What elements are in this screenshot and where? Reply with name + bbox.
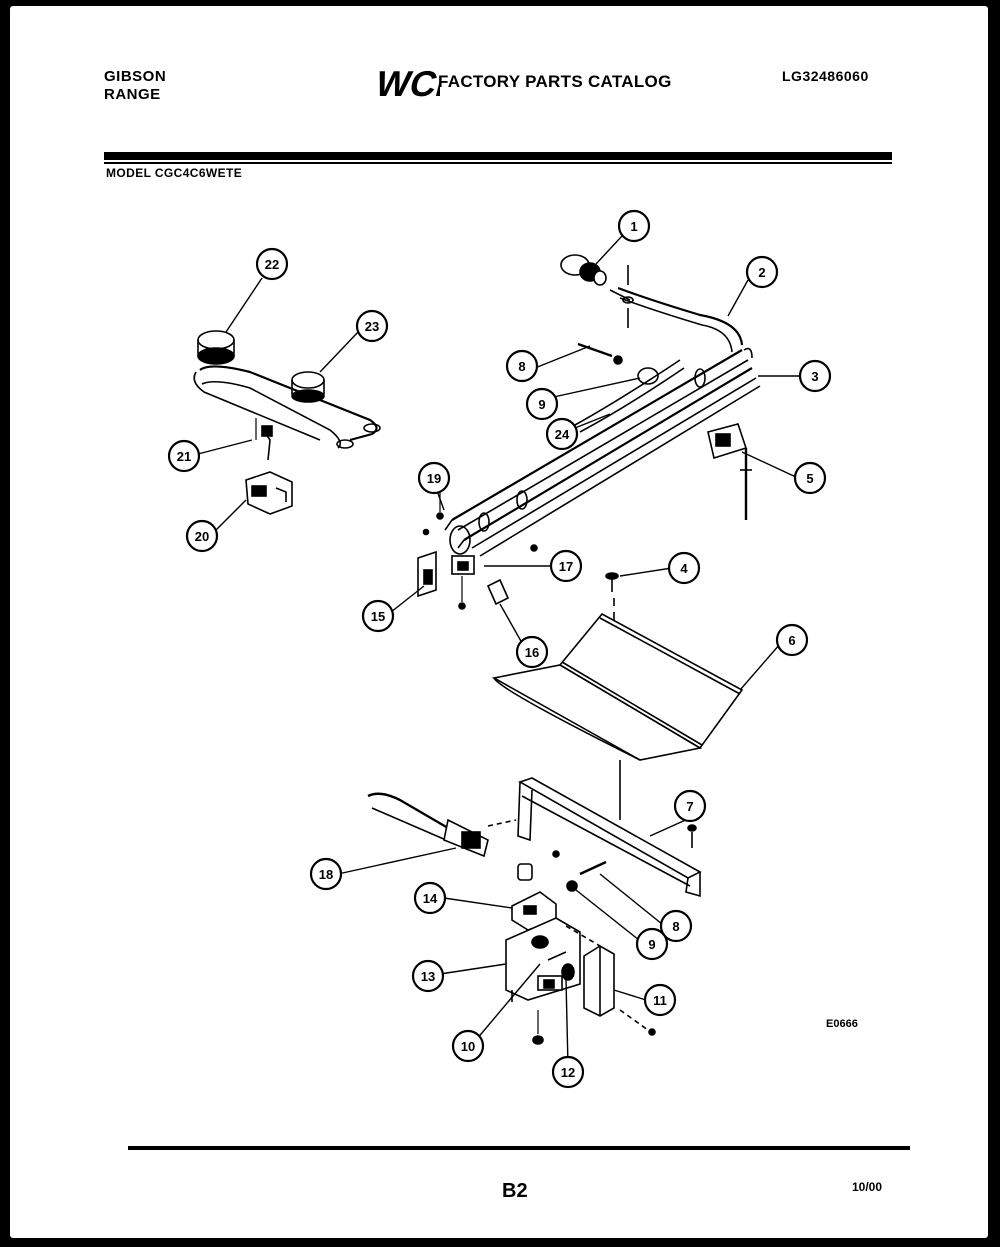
valve-cluster [417, 486, 538, 610]
callout-22: 22 [255, 247, 289, 281]
svg-text:7: 7 [686, 799, 693, 814]
callout-11: 11 [643, 983, 677, 1017]
orifice-washer [613, 355, 623, 365]
model-number: MODEL CGC4C6WETE [106, 166, 243, 180]
svg-text:19: 19 [427, 471, 441, 486]
oven-igniter [367, 792, 560, 858]
left-bracket [245, 418, 293, 515]
oven-burner-tube [517, 777, 702, 898]
footer-rule [128, 1146, 910, 1150]
callout-1: 1 [617, 209, 651, 243]
callout-21: 21 [167, 439, 201, 473]
svg-text:16: 16 [525, 645, 539, 660]
callouts: 1 2 3 4 5 6 7 8 9 24 19 17 18 16 22 23 2… [167, 209, 832, 1089]
wci-logo-text: WCI [372, 64, 440, 102]
orifice-screw [577, 342, 613, 358]
callout-17: 17 [549, 549, 583, 583]
connector-tube-outer [579, 367, 685, 433]
header-rule-thin [104, 162, 892, 164]
callout-10: 10 [451, 1029, 485, 1063]
callout-6: 6 [775, 623, 809, 657]
svg-text:1: 1 [630, 219, 637, 234]
svg-text:2: 2 [758, 265, 765, 280]
burner-orifice [637, 367, 659, 385]
callout-9-lower: 9 [635, 927, 669, 961]
pressure-regulator [560, 254, 634, 328]
wci-logo: WCI [372, 64, 440, 102]
callout-19: 19 [417, 461, 451, 495]
svg-text:20: 20 [195, 529, 209, 544]
safety-valve [532, 963, 575, 1045]
callout-24: 24 [545, 417, 579, 451]
leader-lines [197, 235, 800, 1067]
page-number: B2 [502, 1180, 528, 1202]
callout-8-lower: 8 [659, 909, 693, 943]
lower-orifice-screw [579, 860, 607, 876]
svg-text:9: 9 [648, 937, 655, 952]
callout-5: 5 [793, 461, 827, 495]
svg-text:8: 8 [518, 359, 525, 374]
svg-text:6: 6 [788, 633, 795, 648]
svg-text:15: 15 [371, 609, 385, 624]
connector-tube [574, 359, 681, 426]
svg-text:21: 21 [177, 449, 191, 464]
valve-cover [565, 925, 656, 1036]
callout-20: 20 [185, 519, 219, 553]
revision-date: 10/00 [852, 1180, 883, 1194]
callout-4: 4 [667, 551, 701, 585]
heat-shield [491, 612, 744, 761]
brand-block: GIBSON RANGE [104, 68, 166, 104]
header-rule [104, 152, 892, 160]
svg-text:5: 5 [806, 471, 813, 486]
callout-12: 12 [551, 1055, 585, 1089]
catalog-number: LG32486060 [782, 68, 869, 84]
callout-3: 3 [798, 359, 832, 393]
svg-text:22: 22 [265, 257, 279, 272]
diagram-code: E0666 [826, 1018, 858, 1030]
valve-bracket [707, 423, 752, 520]
svg-text:12: 12 [561, 1065, 575, 1080]
callout-23: 23 [355, 309, 389, 343]
callout-16: 16 [515, 635, 549, 669]
svg-text:9: 9 [538, 397, 545, 412]
svg-text:4: 4 [680, 561, 688, 576]
svg-text:14: 14 [423, 891, 438, 906]
callout-18: 18 [309, 857, 343, 891]
callout-9-upper: 9 [525, 387, 559, 421]
svg-text:24: 24 [555, 427, 570, 442]
gas-tube [609, 286, 744, 353]
appliance-type: RANGE [104, 86, 161, 103]
callout-2: 2 [745, 255, 779, 289]
burner-assembly-left [193, 330, 381, 449]
catalog-title: FACTORY PARTS CATALOG [438, 72, 672, 91]
svg-text:8: 8 [672, 919, 679, 934]
catalog-page: GIBSON RANGE WCI FACTORY PARTS CATALOG L… [10, 6, 988, 1238]
brand-name: GIBSON [104, 68, 167, 85]
callout-7: 7 [673, 789, 707, 823]
svg-text:11: 11 [653, 993, 667, 1008]
svg-text:10: 10 [461, 1039, 475, 1054]
svg-text:18: 18 [319, 867, 333, 882]
svg-text:13: 13 [421, 969, 435, 984]
svg-text:23: 23 [365, 319, 379, 334]
svg-text:17: 17 [559, 559, 573, 574]
callout-13: 13 [411, 959, 445, 993]
callout-8-upper: 8 [505, 349, 539, 383]
callout-15: 15 [361, 599, 395, 633]
svg-text:3: 3 [811, 369, 818, 384]
mounting-screw [605, 572, 619, 580]
main-manifold [444, 347, 761, 557]
callout-14: 14 [413, 881, 447, 915]
lower-washer [566, 880, 578, 892]
